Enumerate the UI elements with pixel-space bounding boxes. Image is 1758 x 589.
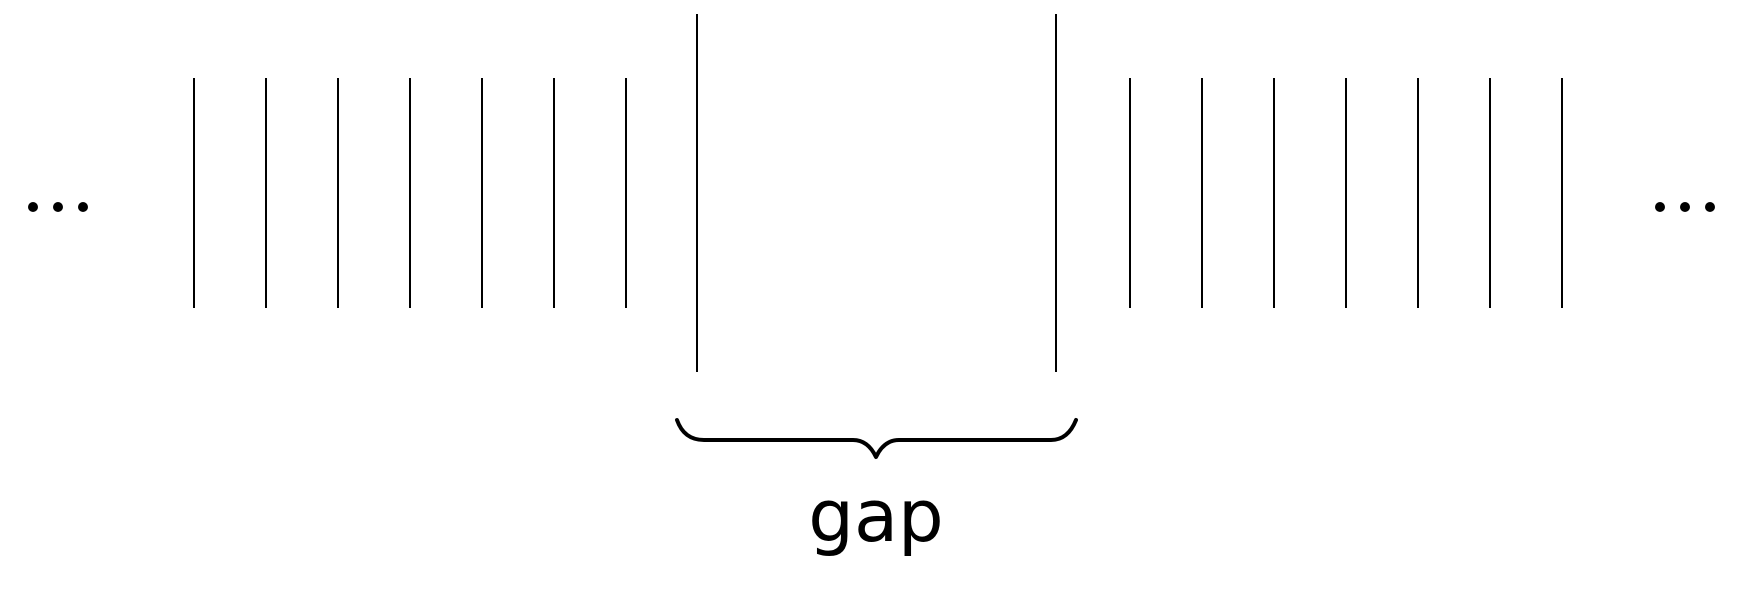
right-ellipsis: [1655, 202, 1715, 212]
gap-label: gap: [808, 474, 944, 558]
right-tick-group: [1129, 78, 1563, 308]
left-ellipsis: [28, 202, 88, 212]
gap-brace: [675, 418, 1078, 459]
gap-boundary-group: [696, 14, 1057, 372]
left-tick-group: [193, 78, 627, 308]
